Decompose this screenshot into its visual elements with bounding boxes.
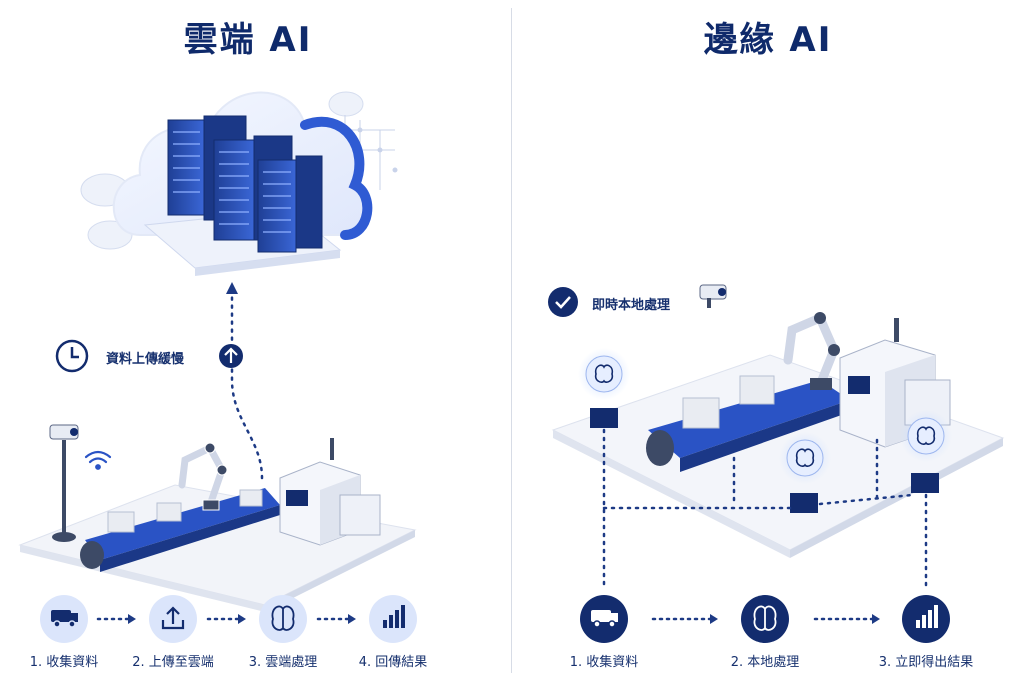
right-step2-brain-icon <box>741 595 789 643</box>
left-robot-arm <box>178 442 228 511</box>
upload-slow-note: 資料上傳緩慢 <box>106 352 185 367</box>
left-flow-arrowheads <box>128 614 356 624</box>
right-step1-truck-icon <box>580 595 628 643</box>
left-step1-truck-icon <box>40 595 88 643</box>
realtime-local-note: 即時本地處理 <box>592 298 671 313</box>
left-conveyor <box>80 488 280 572</box>
right-flow-arrowheads <box>710 614 880 624</box>
wifi-icon <box>84 450 112 470</box>
check-icon <box>548 287 578 317</box>
right-conveyor <box>646 375 850 472</box>
left-step2-label: 2. 上傳至雲端 <box>132 655 214 670</box>
edge-brain-3 <box>900 410 952 493</box>
edge-brain-1 <box>578 348 630 428</box>
edge-ai-title: 邊緣 AI <box>703 20 833 60</box>
upload-arrowhead <box>226 282 238 294</box>
security-camera-icon <box>699 284 727 308</box>
right-step1-label: 1. 收集資料 <box>569 655 639 670</box>
edge-brain-2 <box>779 432 831 513</box>
left-step4-label: 4. 回傳結果 <box>358 655 428 670</box>
clock-icon <box>55 339 89 373</box>
left-step2-upload-icon <box>149 595 197 643</box>
left-step1-label: 1. 收集資料 <box>29 655 99 670</box>
right-step3-label: 3. 立即得出結果 <box>878 655 974 670</box>
right-step2-label: 2. 本地處理 <box>730 655 800 670</box>
upload-arrow-icon <box>219 344 243 368</box>
edge-dotted-connections <box>602 428 928 592</box>
right-robot-arm <box>783 312 840 390</box>
upload-path <box>230 290 264 480</box>
left-step3-label: 3. 雲端處理 <box>248 655 318 670</box>
left-step3-brain-icon <box>259 595 307 643</box>
left-machine <box>279 438 381 546</box>
cloud-ai-title: 雲端 AI <box>183 20 313 60</box>
server-racks <box>167 115 323 253</box>
right-step3-bar-chart-icon <box>902 595 950 643</box>
center-divider <box>511 8 512 673</box>
left-step4-bar-chart-icon <box>369 595 417 643</box>
camera-pole <box>49 424 79 542</box>
